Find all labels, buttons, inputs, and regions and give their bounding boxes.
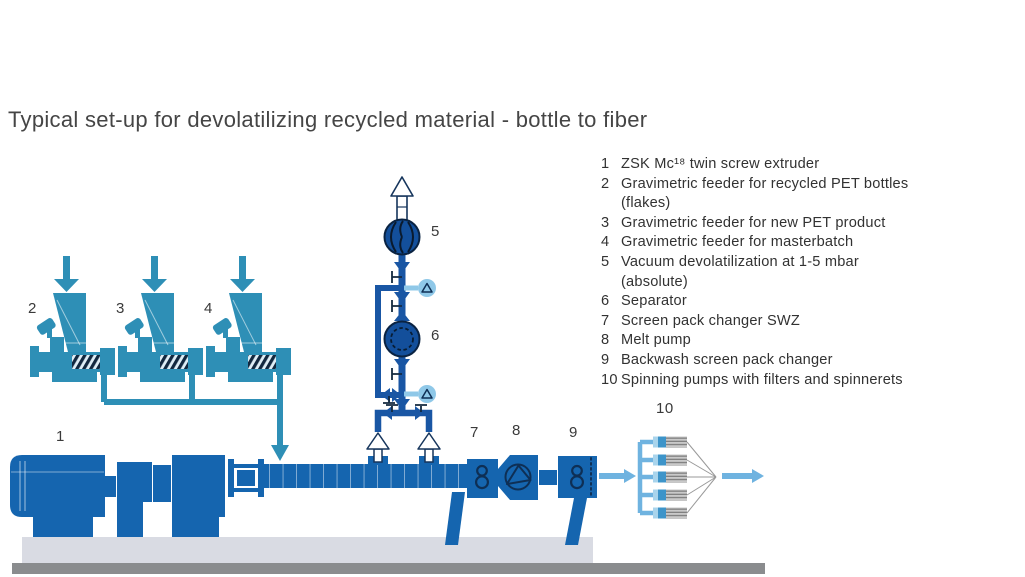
legend-item-text: Backwash screen pack changer bbox=[621, 351, 833, 368]
legend-item: 5 Vacuum devolatilization at 1-5 mbar(abs… bbox=[601, 253, 1016, 292]
support-leg bbox=[565, 498, 587, 545]
legend-item-text: Melt pump bbox=[621, 332, 691, 349]
feed-arrow-icon bbox=[271, 445, 289, 461]
legend-item-number: 7 bbox=[601, 312, 610, 329]
legend-item: 8 Melt pump bbox=[601, 331, 1016, 351]
legend-item-number: 10 bbox=[601, 371, 618, 388]
screen-pack-changer-block bbox=[467, 459, 498, 498]
label-screen-changer: 7 bbox=[470, 424, 479, 441]
legend-item-text: Separator bbox=[621, 293, 687, 310]
coupling bbox=[105, 476, 116, 497]
legend-item-text: Vacuum devolatilization at 1-5 mbar(abso… bbox=[621, 253, 859, 290]
floor bbox=[12, 563, 765, 574]
legend-item-text: Gravimetric feeder for new PET product bbox=[621, 214, 886, 231]
gearbox bbox=[172, 455, 225, 517]
machine-platform bbox=[22, 537, 593, 563]
label-feeder-new-pet: 3 bbox=[116, 300, 125, 317]
melt-flow-arrow-icon bbox=[599, 469, 636, 483]
label-vacuum-devol: 5 bbox=[431, 223, 440, 240]
legend-item-text: Spinning pumps with filters and spinnere… bbox=[621, 371, 903, 388]
legend-item-number: 5 bbox=[601, 253, 610, 270]
feed-pipes bbox=[101, 368, 289, 461]
valve-icons bbox=[383, 271, 427, 412]
exhaust-arrow-icon bbox=[390, 176, 414, 223]
motor-foot bbox=[33, 517, 93, 537]
page-title: Typical set-up for devolatilizing recycl… bbox=[8, 107, 648, 132]
legend-item: 1 ZSK Mc¹⁸ twin screw extruder bbox=[601, 155, 1016, 175]
spinning-section bbox=[599, 436, 764, 519]
label-separator: 6 bbox=[431, 327, 440, 344]
label-melt-pump: 8 bbox=[512, 422, 521, 439]
flow-arrowheads bbox=[381, 262, 424, 420]
legend-item-text: Screen pack changer SWZ bbox=[621, 312, 800, 329]
legend-item: 7 Screen pack changer SWZ bbox=[601, 312, 1016, 332]
vent-manifold-pipe bbox=[374, 409, 433, 432]
separator-icon bbox=[383, 320, 421, 358]
filament-fan-lines bbox=[686, 441, 717, 514]
extruder-barrel bbox=[264, 464, 467, 488]
legend-item-text: Gravimetric feeder for recycled PET bott… bbox=[621, 175, 909, 212]
label-backwash-changer: 9 bbox=[569, 424, 578, 441]
melt-pump-icon bbox=[504, 463, 532, 491]
label-extruder: 1 bbox=[56, 428, 65, 445]
label-feeder-recycled: 2 bbox=[28, 300, 37, 317]
label-feeder-masterbatch: 4 bbox=[204, 300, 213, 317]
legend-item: 4 Gravimetric feeder for masterbatch bbox=[601, 233, 1016, 253]
legend-item-number: 9 bbox=[601, 351, 610, 368]
support-leg bbox=[445, 492, 465, 545]
fiber-flow-arrow-icon bbox=[722, 469, 764, 483]
legend-item: 2 Gravimetric feeder for recycled PET bot… bbox=[601, 175, 1016, 214]
legend-item: 9 Backwash screen pack changer bbox=[601, 351, 1016, 371]
extruder-motor bbox=[10, 455, 105, 517]
legend-item-number: 1 bbox=[601, 156, 610, 172]
spinning-manifold-pipe bbox=[637, 439, 653, 516]
melt-pump-block bbox=[498, 455, 538, 500]
devolatilization-tower bbox=[366, 176, 441, 466]
legend-item-number: 3 bbox=[601, 214, 610, 231]
legend-item: 3 Gravimetric feeder for new PET product bbox=[601, 214, 1016, 234]
twin-screw-extruder bbox=[10, 455, 587, 545]
legend-item-text: Gravimetric feeder for masterbatch bbox=[621, 234, 854, 251]
legend-item-number: 6 bbox=[601, 293, 610, 310]
vacuum-pump-icon bbox=[383, 218, 421, 256]
legend-item-number: 4 bbox=[601, 234, 610, 251]
legend-item: 6 Separator bbox=[601, 292, 1016, 312]
legend-item-text: ZSK Mc¹⁸ twin screw extruder bbox=[621, 156, 820, 172]
legend-item-number: 8 bbox=[601, 332, 610, 349]
label-spinning-pumps: 10 bbox=[656, 400, 674, 417]
legend-item-number: 2 bbox=[601, 175, 610, 192]
